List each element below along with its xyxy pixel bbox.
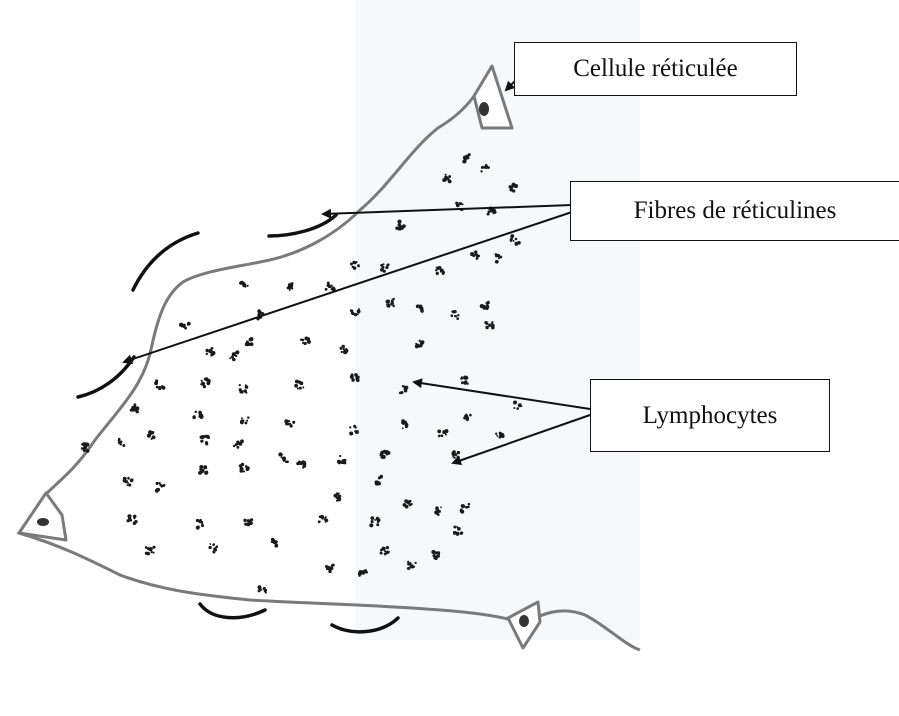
lymphocyte (118, 438, 126, 447)
label-box-fibres-reticulines: Fibres de réticulines (570, 181, 899, 241)
lymphocyte (200, 435, 210, 446)
lymphocyte (287, 282, 294, 291)
label-fibres-reticulines: Fibres de réticulines (634, 197, 837, 225)
lymphocyte (300, 337, 311, 345)
lymphocyte (318, 515, 329, 523)
lymphocyte (325, 282, 336, 292)
lymphocyte (229, 350, 239, 361)
reticulin-fiber (78, 357, 134, 397)
reticulin-fiber (133, 233, 198, 290)
lymphocyte (145, 546, 156, 556)
lymphocyte (245, 337, 254, 346)
lymphocyte (123, 477, 134, 487)
label-box-cellule-reticulee: Cellule réticulée (514, 42, 797, 96)
lymphocyte (271, 538, 278, 548)
lymphocyte (154, 379, 165, 390)
lymphocyte (337, 455, 347, 464)
reticulin-fiber (200, 604, 265, 618)
reticulin-fiber (269, 215, 336, 236)
reticular-cell-left (19, 493, 66, 540)
label-box-lymphocytes: Lymphocytes (590, 379, 830, 452)
lymphocyte (126, 514, 137, 525)
lymphocyte (243, 518, 253, 526)
lymphocyte (334, 492, 342, 501)
lymphocyte (233, 439, 244, 448)
lymphocyte (294, 380, 304, 390)
lymphocyte (179, 322, 191, 330)
lymphocyte (278, 452, 289, 463)
label-cellule-reticulee: Cellule réticulée (573, 55, 738, 83)
lymphocyte (147, 430, 156, 440)
lymphocyte (240, 416, 250, 424)
lymphocyte (325, 564, 335, 574)
lymphocyte (130, 403, 140, 413)
lymphocyte (340, 345, 349, 355)
lymphocyte (296, 460, 306, 468)
lymphocyte (200, 377, 210, 388)
lymphocyte (205, 347, 215, 357)
lymphocyte (198, 465, 208, 475)
lymphocyte (258, 585, 268, 593)
lymphocyte (239, 281, 249, 288)
lymphocyte (239, 463, 250, 473)
lymphocyte (208, 543, 218, 553)
label-lymphocytes: Lymphocytes (643, 402, 778, 430)
lymphocyte (192, 411, 203, 420)
lymphocyte (155, 482, 166, 493)
lymphocyte (196, 519, 204, 530)
lymphocyte (284, 419, 295, 427)
lymphocyte (239, 384, 249, 394)
